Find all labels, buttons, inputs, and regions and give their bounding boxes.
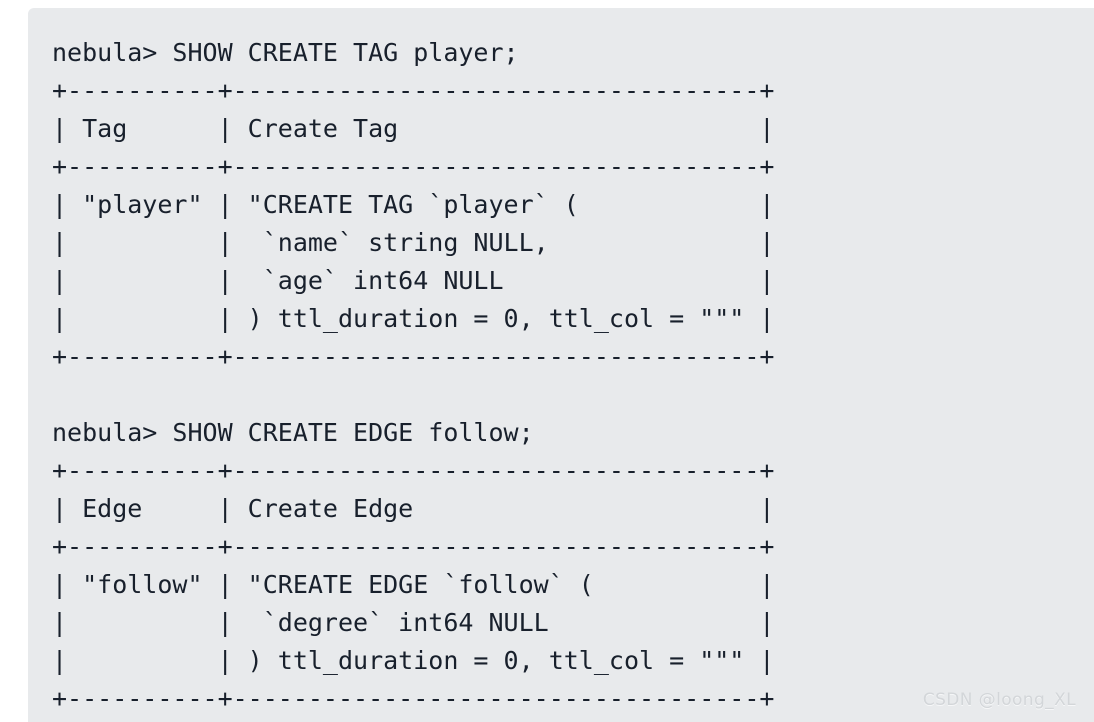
- table-row: | | ) ttl_duration = 0, ttl_col = """ |: [52, 646, 775, 675]
- console-prompt-line: nebula> SHOW CREATE EDGE follow;: [52, 418, 534, 447]
- table-border-top: +----------+----------------------------…: [52, 456, 775, 485]
- table-border-bottom: +----------+----------------------------…: [52, 342, 775, 371]
- console-output-block-edge: nebula> SHOW CREATE EDGE follow; +-------…: [52, 414, 774, 718]
- code-scroll-area[interactable]: nebula> SHOW CREATE TAG player; +--------…: [28, 8, 774, 718]
- table-row: | "follow" | "CREATE EDGE `follow` ( |: [52, 570, 775, 599]
- code-block: nebula> SHOW CREATE TAG player; +--------…: [28, 8, 1094, 722]
- table-row: | | `age` int64 NULL |: [52, 266, 775, 295]
- console-prompt-line: nebula> SHOW CREATE TAG player;: [52, 38, 519, 67]
- table-border-bottom: +----------+----------------------------…: [52, 684, 775, 713]
- table-header-row: | Edge | Create Edge |: [52, 494, 775, 523]
- table-row: | | `degree` int64 NULL |: [52, 608, 775, 637]
- table-header-row: | Tag | Create Tag |: [52, 114, 775, 143]
- watermark-label: CSDN @loong_XL: [922, 690, 1076, 710]
- table-border-middle: +----------+----------------------------…: [52, 152, 775, 181]
- table-row: | | `name` string NULL, |: [52, 228, 775, 257]
- table-border-top: +----------+----------------------------…: [52, 76, 775, 105]
- table-row: | "player" | "CREATE TAG `player` ( |: [52, 190, 775, 219]
- table-border-middle: +----------+----------------------------…: [52, 532, 775, 561]
- console-output-block-tag: nebula> SHOW CREATE TAG player; +--------…: [52, 34, 774, 376]
- table-row: | | ) ttl_duration = 0, ttl_col = """ |: [52, 304, 775, 333]
- block-separator: [52, 376, 774, 414]
